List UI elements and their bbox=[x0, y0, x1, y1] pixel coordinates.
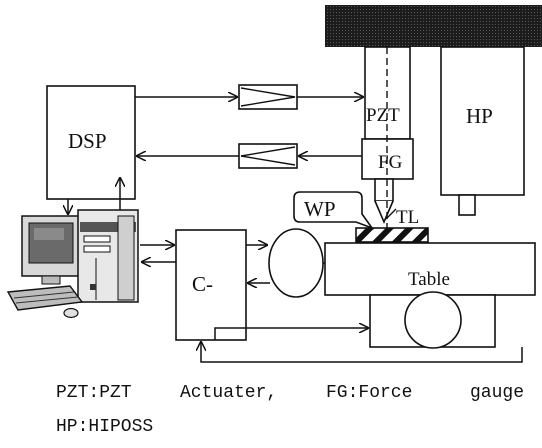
side-motor bbox=[268, 228, 324, 298]
machine-top-bar bbox=[325, 5, 542, 47]
tl-pointer bbox=[385, 208, 397, 220]
controller-label: C- bbox=[192, 272, 213, 296]
tl-label: TL bbox=[396, 207, 420, 228]
legend-pzt: PZT:PZT bbox=[56, 383, 132, 403]
legend-gauge: gauge bbox=[470, 383, 525, 403]
controller-block bbox=[175, 229, 247, 341]
wp-label: WP bbox=[304, 197, 336, 221]
lower-motor bbox=[404, 291, 462, 349]
computer-icon bbox=[6, 209, 139, 319]
fg-label: FG bbox=[378, 152, 403, 173]
connectors bbox=[68, 97, 523, 363]
hp-column bbox=[440, 46, 525, 196]
hp-foot bbox=[458, 194, 476, 216]
wp-callout bbox=[293, 191, 375, 230]
legend-fg: FG:Force bbox=[326, 383, 413, 403]
pzt-label: PZT bbox=[366, 105, 400, 126]
dsp-label: DSP bbox=[68, 129, 107, 153]
legend-actuator: Actuater, bbox=[180, 383, 278, 403]
table-block bbox=[324, 242, 536, 296]
workpiece bbox=[355, 227, 429, 243]
table-label: Table bbox=[408, 269, 450, 290]
tool-holder bbox=[374, 178, 394, 202]
hp-label: HP bbox=[466, 104, 493, 128]
amplifier-top-symbol bbox=[240, 87, 296, 107]
legend-hp: HP:HIPOSS bbox=[56, 417, 154, 437]
amplifier-bottom-symbol bbox=[240, 146, 296, 166]
tool-tip bbox=[374, 200, 394, 225]
